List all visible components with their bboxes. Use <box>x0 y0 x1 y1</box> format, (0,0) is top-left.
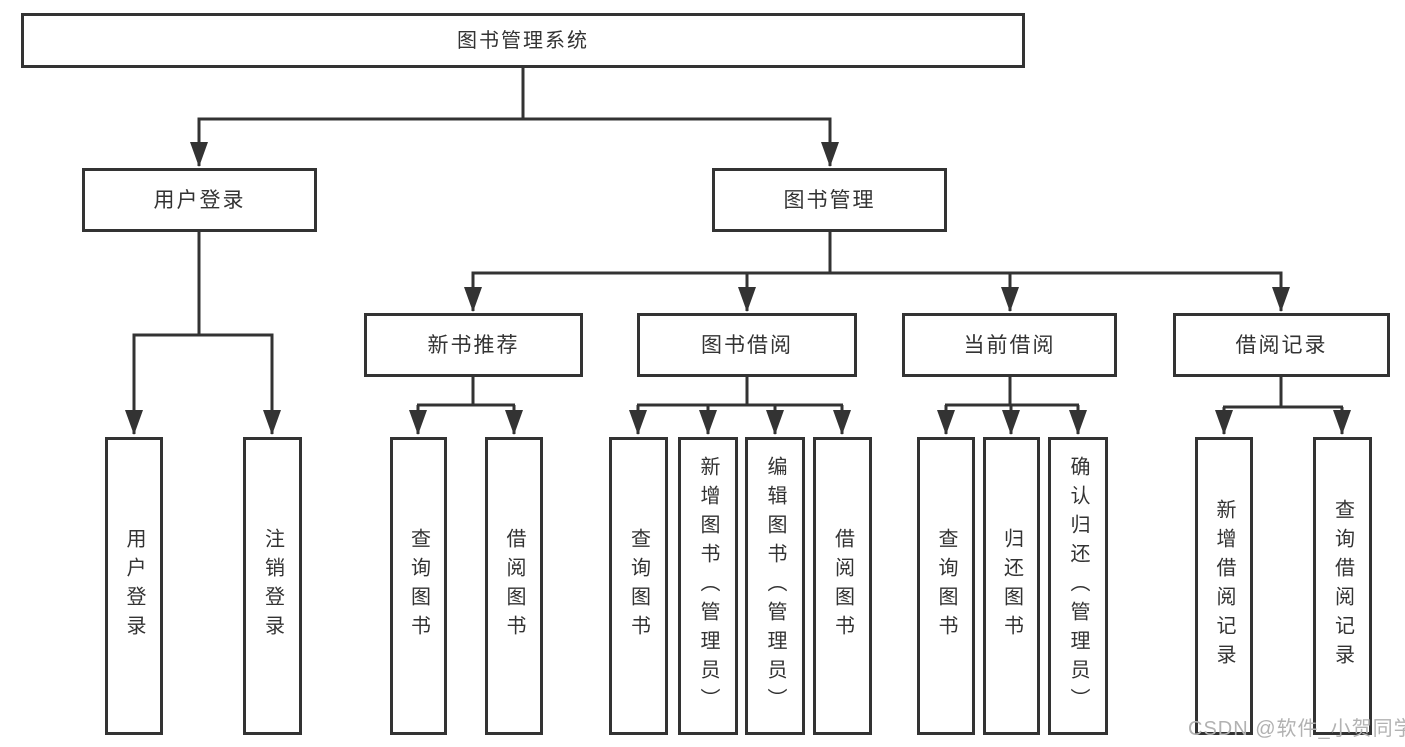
node-leaf-query-borrow-record: 查询借阅记录 <box>1313 437 1372 735</box>
node-leaf-confirm-return-admin: 确认归还（管理员） <box>1048 437 1108 735</box>
csdn-watermark: CSDN @软件_小贺同学 <box>1188 718 1405 740</box>
node-leaf-add-books-admin: 新增图书（管理员） <box>678 437 738 735</box>
node-new-book-recommend: 新书推荐 <box>364 313 583 377</box>
node-leaf-borrow-books-recommend: 借阅图书 <box>485 437 543 735</box>
node-leaf-logout: 注销登录 <box>243 437 302 735</box>
node-leaf-add-borrow-record: 新增借阅记录 <box>1195 437 1253 735</box>
node-leaf-user-login: 用户登录 <box>105 437 163 735</box>
node-library-management-system: 图书管理系统 <box>21 13 1025 68</box>
node-leaf-return-books: 归还图书 <box>983 437 1040 735</box>
node-leaf-borrow-books: 借阅图书 <box>813 437 872 735</box>
node-leaf-edit-books-admin: 编辑图书（管理员） <box>745 437 805 735</box>
node-book-borrowing: 图书借阅 <box>637 313 857 377</box>
node-user-login-branch: 用户登录 <box>82 168 317 232</box>
node-borrowing-records: 借阅记录 <box>1173 313 1390 377</box>
node-leaf-query-books-current: 查询图书 <box>917 437 975 735</box>
node-book-management: 图书管理 <box>712 168 947 232</box>
node-leaf-query-books-borrowing: 查询图书 <box>609 437 668 735</box>
node-current-borrowing: 当前借阅 <box>902 313 1117 377</box>
node-leaf-query-books-recommend: 查询图书 <box>390 437 447 735</box>
